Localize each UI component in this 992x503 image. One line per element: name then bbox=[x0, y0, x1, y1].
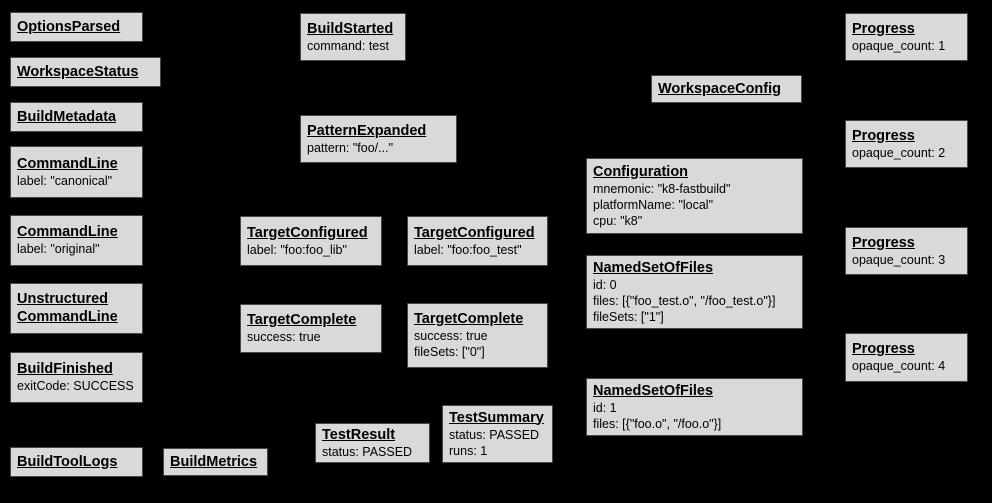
node-options-parsed: OptionsParsed bbox=[10, 12, 143, 42]
node-title: BuildToolLogs bbox=[17, 453, 118, 470]
node-progress-4: Progress opaque_count: 4 bbox=[845, 333, 968, 382]
node-title: OptionsParsed bbox=[17, 18, 121, 35]
node-detail: opaque_count: 4 bbox=[852, 359, 946, 373]
node-title: CommandLine bbox=[17, 155, 118, 172]
node-title: Progress bbox=[852, 127, 915, 144]
node-title: TestSummary bbox=[449, 409, 544, 426]
node-title: BuildMetrics bbox=[170, 453, 258, 470]
node-detail: label: "foo:foo_lib" bbox=[247, 242, 347, 257]
node-detail: status: PASSED bbox=[322, 444, 413, 459]
node-detail: pattern: "foo/..." bbox=[307, 140, 394, 155]
node-detail: platformName: "local" bbox=[593, 197, 714, 212]
node-detail: success: true bbox=[414, 329, 488, 343]
node-detail: opaque_count: 1 bbox=[852, 38, 946, 53]
node-title: CommandLine bbox=[17, 224, 118, 240]
node-detail: opaque_count: 3 bbox=[852, 252, 946, 267]
node-title: TargetComplete bbox=[414, 311, 524, 327]
node-title: Progress bbox=[852, 341, 915, 357]
node-title: BuildStarted bbox=[307, 20, 394, 37]
node-title: Configuration bbox=[593, 163, 689, 180]
node-build-tool-logs: BuildToolLogs bbox=[10, 447, 143, 477]
node-title: CommandLine bbox=[17, 309, 118, 325]
node-detail: exitCode: SUCCESS bbox=[17, 379, 134, 393]
node-detail: id: 1 bbox=[593, 400, 617, 415]
node-build-metrics: BuildMetrics bbox=[163, 448, 268, 476]
node-detail: fileSets: ["1"] bbox=[593, 309, 664, 324]
node-detail: label: "foo:foo_test" bbox=[414, 242, 522, 257]
node-title: Unstructured bbox=[17, 291, 109, 307]
node-detail: files: [{"foo_test.o", "/foo_test.o"}] bbox=[593, 293, 776, 308]
node-detail: cpu: "k8" bbox=[593, 213, 643, 228]
node-title: BuildMetadata bbox=[17, 108, 117, 125]
node-target-complete-lib: TargetComplete success: true bbox=[240, 304, 382, 353]
node-title: TargetConfigured bbox=[247, 224, 368, 241]
node-title: Progress bbox=[852, 20, 915, 37]
node-workspace-status: WorkspaceStatus bbox=[10, 57, 161, 87]
node-title: TargetConfigured bbox=[414, 224, 535, 241]
node-detail: command: test bbox=[307, 38, 389, 53]
node-detail: files: [{"foo.o", "/foo.o"}] bbox=[593, 416, 722, 431]
node-target-complete-test: TargetComplete success: true fileSets: ["0… bbox=[407, 303, 548, 368]
node-command-line-original: CommandLine label: "original" bbox=[10, 215, 143, 266]
node-detail: fileSets: ["0"] bbox=[414, 345, 485, 359]
node-detail: runs: 1 bbox=[449, 443, 488, 458]
node-workspace-config: WorkspaceConfig bbox=[651, 75, 802, 103]
node-detail: mnemonic: "k8-fastbuild" bbox=[593, 181, 731, 196]
node-detail: id: 0 bbox=[593, 277, 617, 292]
node-title: TestResult bbox=[322, 426, 396, 443]
node-detail: success: true bbox=[247, 330, 321, 344]
node-detail: status: PASSED bbox=[449, 427, 540, 442]
node-build-metadata: BuildMetadata bbox=[10, 102, 143, 132]
node-detail: label: "original" bbox=[17, 242, 100, 256]
node-detail: label: "canonical" bbox=[17, 173, 113, 188]
node-title: NamedSetOfFiles bbox=[593, 259, 714, 276]
node-title: PatternExpanded bbox=[307, 122, 427, 139]
node-title: BuildFinished bbox=[17, 361, 113, 377]
node-title: WorkspaceStatus bbox=[17, 63, 139, 80]
node-title: Progress bbox=[852, 234, 915, 251]
node-detail: opaque_count: 2 bbox=[852, 145, 946, 160]
node-title: TargetComplete bbox=[247, 312, 357, 328]
node-title: NamedSetOfFiles bbox=[593, 382, 714, 399]
node-build-finished: BuildFinished exitCode: SUCCESS bbox=[10, 352, 143, 403]
node-title: WorkspaceConfig bbox=[658, 80, 782, 97]
